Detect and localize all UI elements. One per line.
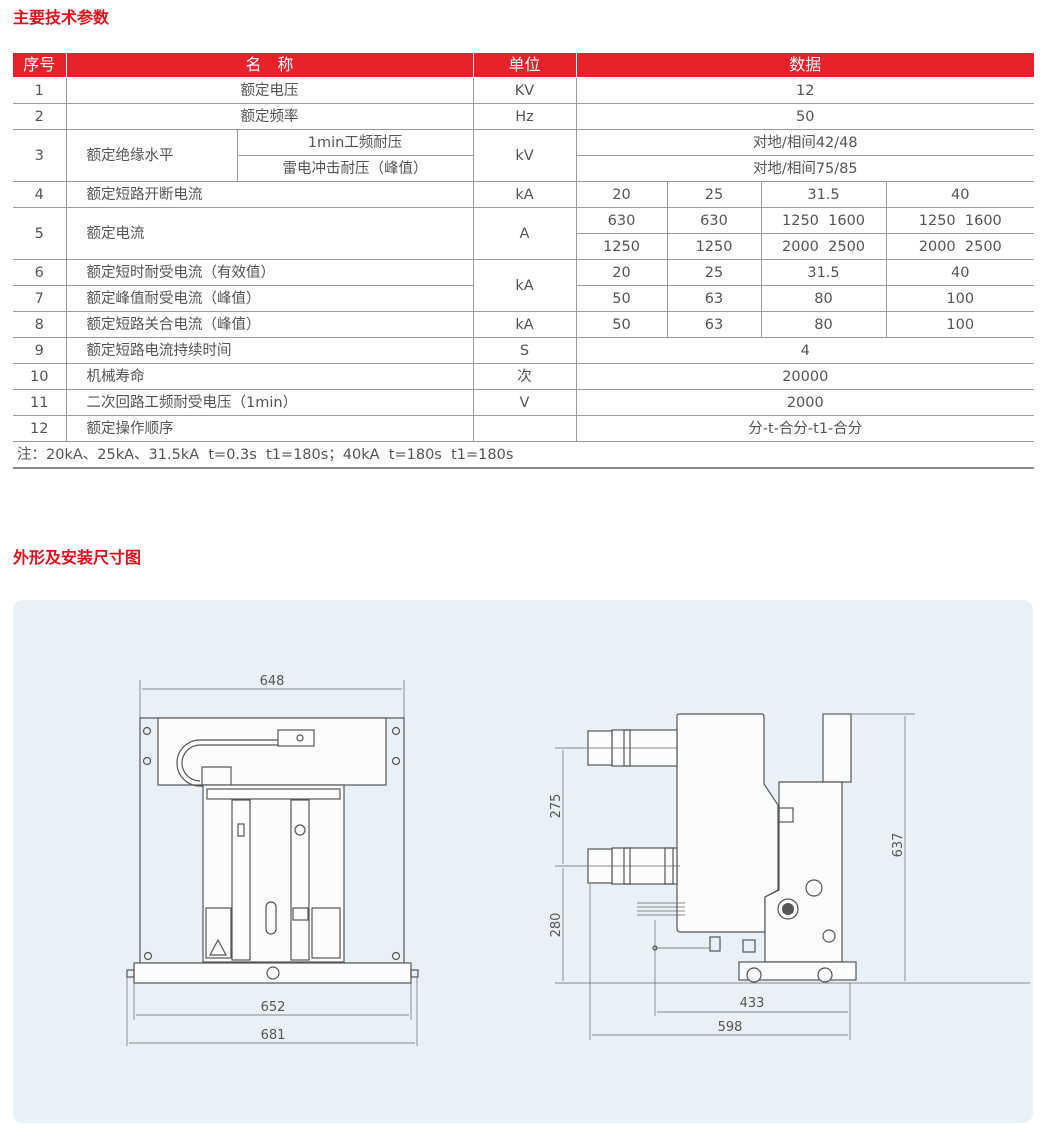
row-seq: 12 xyxy=(13,415,67,442)
row-value: 630 xyxy=(666,207,762,234)
section-title-dimensions: 外形及安装尺寸图 xyxy=(13,548,142,567)
dim-label-637: 637 xyxy=(891,833,906,858)
row-unit: kV xyxy=(472,129,577,182)
row-unit: A xyxy=(472,207,577,260)
row-value: 100 xyxy=(885,311,1035,338)
row-subname: 1min工频耐压 xyxy=(236,129,474,156)
table-row: 雷电冲击耐压（峰值） 对地/相间75/85 xyxy=(13,155,1035,182)
row-value: 25 xyxy=(666,259,762,286)
section-title-technical-parameters: 主要技术参数 xyxy=(13,8,110,27)
row-name: 额定短时耐受电流（有效值） xyxy=(65,259,474,286)
row-unit xyxy=(472,415,577,442)
row-name: 额定短路开断电流 xyxy=(65,181,474,208)
row-name: 额定频率 xyxy=(65,103,474,130)
side-view-drawing: 275 280 637 433 598 xyxy=(549,713,1030,1040)
dim-label-598: 598 xyxy=(718,1020,743,1035)
row-value: 31.5 xyxy=(760,259,887,286)
dim-label-648: 648 xyxy=(260,674,285,689)
row-value: 12 xyxy=(575,77,1035,104)
row-value: 40 xyxy=(885,259,1035,286)
row-name: 额定绝缘水平 xyxy=(65,129,238,182)
table-row: 5 额定电流 A 630 630 1250 1600 1250 1600 xyxy=(13,207,1035,260)
table-note-row: 注：20kA、25kA、31.5kA t=0.3s t1=180s；40kA t… xyxy=(13,441,1035,469)
row-name: 机械寿命 xyxy=(65,363,474,390)
row-name: 额定电流 xyxy=(65,207,474,260)
dim-label-280: 280 xyxy=(549,913,564,938)
row-unit: V xyxy=(472,389,577,416)
dim-label-275: 275 xyxy=(549,794,564,819)
table-row: 10 机械寿命 次 20000 xyxy=(13,363,1035,390)
table-row: 4 额定短路开断电流 kA 20 25 31.5 40 xyxy=(13,181,1035,208)
table-row: 11 二次回路工频耐受电压（1min） V 2000 xyxy=(13,389,1035,416)
row-unit: kA xyxy=(472,259,577,312)
technical-parameters-table: 序号 名 称 单位 数据 1 额定电压 KV 12 2 额定频率 Hz 50 3… xyxy=(13,53,1035,469)
header-unit: 单位 xyxy=(472,53,577,78)
table-row: 6 额定短时耐受电流（有效值） kA 20 25 31.5 40 xyxy=(13,259,1035,312)
row-value: 1250 xyxy=(576,233,668,260)
row-value: 63 xyxy=(666,311,762,338)
row-seq: 11 xyxy=(13,389,67,416)
dim-label-681: 681 xyxy=(261,1028,286,1043)
row-value: 20 xyxy=(575,181,668,208)
row-value: 63 xyxy=(666,285,762,312)
row-unit: Hz xyxy=(472,103,577,130)
row-value: 630 xyxy=(575,207,668,234)
row-value: 分-t-合分-t1-合分 xyxy=(575,415,1035,442)
row-unit: kA xyxy=(472,181,577,208)
table-note: 注：20kA、25kA、31.5kA t=0.3s t1=180s；40kA t… xyxy=(13,441,1035,469)
row-value: 20 xyxy=(575,259,668,286)
table-row: 3 额定绝缘水平 1min工频耐压 kV 对地/相间42/48 xyxy=(13,129,1035,182)
row-value: 2000 2500 xyxy=(885,233,1035,260)
row-value: 100 xyxy=(885,285,1035,312)
table-row: 12 额定操作顺序 分-t-合分-t1-合分 xyxy=(13,415,1035,442)
row-name: 额定短路电流持续时间 xyxy=(65,337,474,364)
row-name: 额定操作顺序 xyxy=(65,415,474,442)
row-value: 1250 xyxy=(666,233,762,260)
row-seq: 2 xyxy=(13,103,67,130)
row-value: 对地/相间75/85 xyxy=(575,155,1035,182)
dim-label-652: 652 xyxy=(261,1000,286,1015)
table-row: 8 额定短路关合电流（峰值） kA 50 63 80 100 xyxy=(13,311,1035,338)
row-value: 50 xyxy=(575,285,668,312)
front-view-drawing: 648 652 681 xyxy=(126,674,419,1046)
row-value: 1250 1600 xyxy=(885,207,1035,234)
row-seq: 5 xyxy=(13,207,67,260)
dimension-drawing-panel xyxy=(13,600,1033,1123)
row-value: 对地/相间42/48 xyxy=(575,129,1035,156)
row-name: 额定短路关合电流（峰值） xyxy=(65,311,474,338)
row-seq: 3 xyxy=(13,129,67,182)
dim-label-433: 433 xyxy=(740,996,765,1011)
